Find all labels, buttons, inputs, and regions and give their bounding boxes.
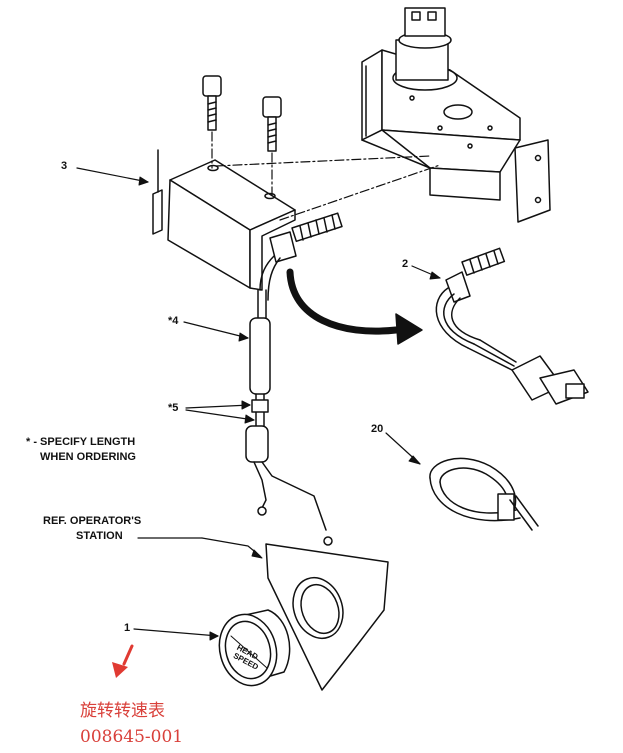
exploded-view-arrow bbox=[286, 268, 423, 345]
callout-5: *5 bbox=[168, 402, 179, 414]
head-assembly bbox=[361, 7, 551, 223]
callout-3: 3 bbox=[61, 160, 68, 172]
sensor-cable bbox=[245, 289, 333, 546]
callout-1: 1 bbox=[124, 622, 131, 634]
assembly-centerlines bbox=[211, 131, 441, 221]
specify-length-note-line1: * - SPECIFY LENGTH bbox=[26, 436, 136, 448]
leader-arrowheads bbox=[138, 176, 441, 641]
operator-station-panel bbox=[265, 543, 389, 691]
callout-2: 2 bbox=[402, 258, 409, 270]
ref-operator-station-line1: REF. OPERATOR'S bbox=[43, 515, 142, 527]
cap-screw-right bbox=[262, 96, 282, 152]
caption-part-number: 008645-001 bbox=[80, 727, 184, 747]
cap-screw-left bbox=[202, 75, 222, 131]
specify-length-note-line2: WHEN ORDERING bbox=[40, 451, 136, 463]
head-speed-gauge bbox=[218, 609, 291, 687]
ref-operator-station-line2: STATION bbox=[76, 530, 123, 542]
speed-sensor-detail bbox=[435, 247, 589, 405]
cable-strap bbox=[429, 457, 539, 531]
caption-part-name: 旋转转速表 bbox=[80, 701, 165, 721]
sensor-bracket bbox=[152, 149, 296, 291]
callout-4: *4 bbox=[168, 315, 179, 327]
red-pointer-arrow bbox=[112, 644, 134, 678]
speed-sensor-installed bbox=[259, 212, 343, 301]
callout-20: 20 bbox=[371, 423, 384, 435]
